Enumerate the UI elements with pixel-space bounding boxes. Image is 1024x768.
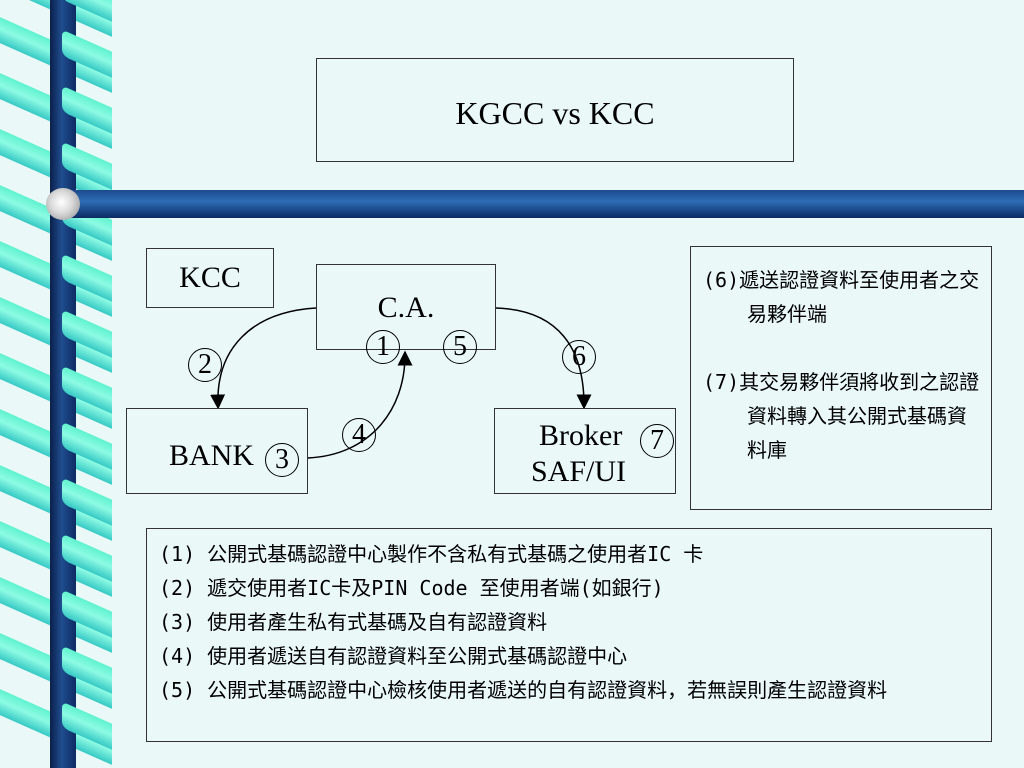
header-divider-bar [62, 190, 1024, 218]
step-item: (4) 使用者遞送自有認證資料至公開式基碼認證中心 [159, 644, 628, 668]
step-item: (3) 使用者產生私有式基碼及自有認證資料 [159, 610, 548, 634]
title-box: KGCC vs KCC [316, 58, 794, 162]
note-item: (7)其交易夥伴須將收到之認證資料轉入其公開式基碼資料庫 [703, 370, 980, 462]
bar-knob-decoration [46, 188, 80, 220]
step-marker-1: 1 [366, 330, 400, 364]
step-marker-2: 2 [188, 348, 222, 382]
step-marker-4: 4 [342, 418, 376, 452]
note-item: (6)遞送認證資料至使用者之交易夥伴端 [703, 268, 980, 326]
notes-box: (6)遞送認證資料至使用者之交易夥伴端 (7)其交易夥伴須將收到之認證資料轉入其… [690, 246, 992, 510]
bank-node-label: BANK [169, 439, 255, 472]
step-marker-7: 7 [640, 424, 674, 458]
kcc-label-box: KCC [146, 248, 274, 308]
arrow-bank-to-ca [307, 350, 413, 459]
step-item: (5) 公開式基碼認證中心檢核使用者遞送的自有認證資料，若無誤則產生認證資料 [159, 678, 888, 702]
saf-ui-label: SAF/UI [531, 455, 627, 488]
broker-node-label: Broker [539, 419, 623, 452]
spiral-binding-decoration [0, 0, 112, 768]
step-marker-5: 5 [443, 330, 477, 364]
step-item: (1) 公開式基碼認證中心製作不含私有式基碼之使用者IC 卡 [159, 542, 704, 566]
ca-node-label: C.A. [377, 291, 435, 324]
kcc-label: KCC [179, 261, 241, 294]
step-item: (2) 遞交使用者IC卡及PIN Code 至使用者端(如銀行) [159, 576, 664, 600]
step-marker-3: 3 [265, 443, 299, 477]
arrow-ca-to-broker [495, 307, 592, 410]
arrow-ca-to-bank [210, 307, 317, 410]
step-marker-6: 6 [562, 340, 596, 374]
slide-title: KGCC vs KCC [455, 95, 655, 131]
steps-box: (1) 公開式基碼認證中心製作不含私有式基碼之使用者IC 卡 (2) 遞交使用者… [146, 528, 992, 742]
